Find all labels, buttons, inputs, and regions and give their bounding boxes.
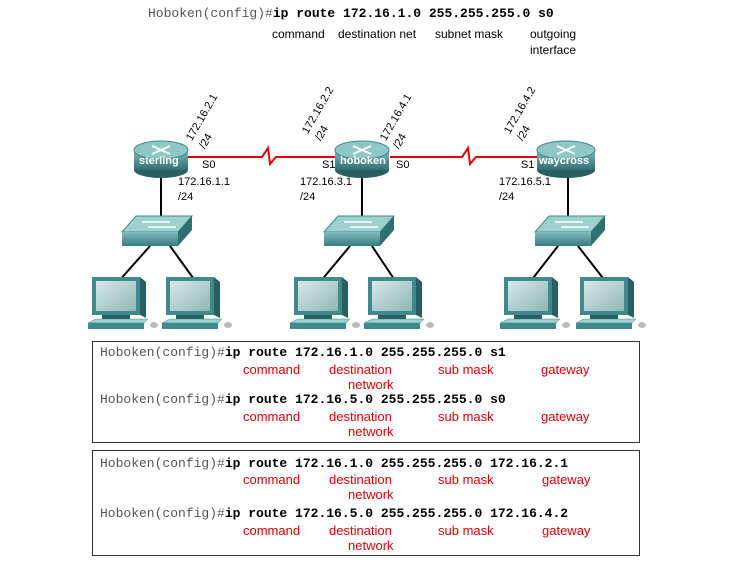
label-hoboken-s0: S0: [396, 159, 410, 171]
box1-command-line-1: Hoboken(config)#ip route 172.16.1.0 255.…: [100, 345, 506, 360]
switch-3[interactable]: [533, 215, 607, 246]
box1-label-mask-2: sub mask: [438, 409, 494, 424]
pc-workstation[interactable]: [289, 277, 360, 329]
box1-label-network-2: network: [348, 424, 394, 439]
router-label-hoboken: hoboken: [340, 155, 386, 167]
label-lan1-ip: 172.16.1.1: [178, 176, 230, 188]
box1-label-command-1: command: [243, 362, 301, 377]
box1-label-mask-1: sub mask: [438, 362, 494, 377]
label-waycross-s1: S1: [521, 159, 535, 171]
label-hoboken-s1: S1: [322, 159, 336, 171]
box1-command-line-2: Hoboken(config)#ip route 172.16.5.0 255.…: [100, 392, 506, 407]
pc-workstation[interactable]: [575, 277, 646, 329]
box1-cmd-2: ip route 172.16.5.0 255.255.255.0 s0: [224, 392, 506, 407]
header-cmd: ip route 172.16.1.0 255.255.255.0 s0: [272, 6, 554, 21]
box2-label-network-2: network: [348, 538, 394, 553]
header-label-command: command: [272, 27, 325, 41]
label-lan3-ip: 172.16.5.1: [499, 176, 551, 188]
routing-box-interface: Hoboken(config)#ip route 172.16.1.0 255.…: [92, 341, 640, 443]
routing-box-nexthop: Hoboken(config)#ip route 172.16.1.0 255.…: [92, 450, 640, 556]
header-label-mask: subnet mask: [435, 27, 504, 41]
box2-label-destination-2: destination: [329, 523, 392, 538]
box1-label-gateway-2: gateway: [541, 409, 590, 424]
box1-label-destination-1: destination: [329, 362, 392, 377]
box1-label-network-1: network: [348, 377, 394, 392]
box2-label-command-1: command: [243, 472, 301, 487]
box1-prompt-2: Hoboken(config)#: [100, 392, 225, 407]
box1-cmd-1: ip route 172.16.1.0 255.255.255.0 s1: [224, 345, 506, 360]
box2-cmd-1: ip route 172.16.1.0 255.255.255.0 172.16…: [224, 456, 569, 471]
box2-label-destination-1: destination: [329, 472, 392, 487]
box1-prompt-1: Hoboken(config)#: [100, 345, 225, 360]
header-command: Hoboken(config)#ip route 172.16.1.0 255.…: [148, 6, 554, 21]
box1-label-command-2: command: [243, 409, 301, 424]
box1-label-gateway-1: gateway: [541, 362, 590, 377]
router-label-sterling: sterling: [139, 155, 179, 167]
label-lan2-mask: /24: [300, 191, 316, 203]
pc-group: [87, 277, 646, 329]
router-hoboken[interactable]: [334, 140, 390, 178]
box1-label-destination-2: destination: [329, 409, 392, 424]
pc-workstation[interactable]: [87, 277, 158, 329]
header-label-dest: destination net: [338, 27, 417, 41]
router-waycross[interactable]: [536, 140, 596, 178]
box2-command-line-1: Hoboken(config)#ip route 172.16.1.0 255.…: [100, 456, 568, 471]
header-label-iface1: outgoing: [530, 27, 577, 41]
pc-workstation[interactable]: [363, 277, 434, 329]
serial-link-hoboken-waycross: [390, 145, 540, 167]
header-label-iface2: interface: [530, 43, 577, 57]
box2-label-gateway-2: gateway: [542, 523, 591, 538]
label-sterling-s0: S0: [202, 159, 216, 171]
header-prompt: Hoboken(config)#: [148, 6, 273, 21]
box2-prompt-1: Hoboken(config)#: [100, 456, 225, 471]
pc-workstation[interactable]: [499, 277, 570, 329]
switch-2[interactable]: [322, 215, 396, 246]
router-sterling[interactable]: [133, 140, 189, 178]
label-lan2-ip: 172.16.3.1: [300, 176, 352, 188]
box2-label-command-2: command: [243, 523, 301, 538]
box2-label-gateway-1: gateway: [542, 472, 591, 487]
serial-link-sterling-hoboken: [187, 145, 337, 167]
box2-label-mask-2: sub mask: [438, 523, 494, 538]
switch-1[interactable]: [120, 215, 194, 246]
label-lan1-mask: /24: [178, 191, 194, 203]
pc-workstation[interactable]: [161, 277, 232, 329]
network-diagram: [87, 140, 646, 329]
box2-label-network-1: network: [348, 487, 394, 502]
label-lan3-mask: /24: [499, 191, 515, 203]
box2-label-mask-1: sub mask: [438, 472, 494, 487]
box2-command-line-2: Hoboken(config)#ip route 172.16.5.0 255.…: [100, 506, 568, 521]
box2-cmd-2: ip route 172.16.5.0 255.255.255.0 172.16…: [224, 506, 569, 521]
box2-prompt-2: Hoboken(config)#: [100, 506, 225, 521]
router-label-waycross: waycross: [539, 155, 590, 167]
